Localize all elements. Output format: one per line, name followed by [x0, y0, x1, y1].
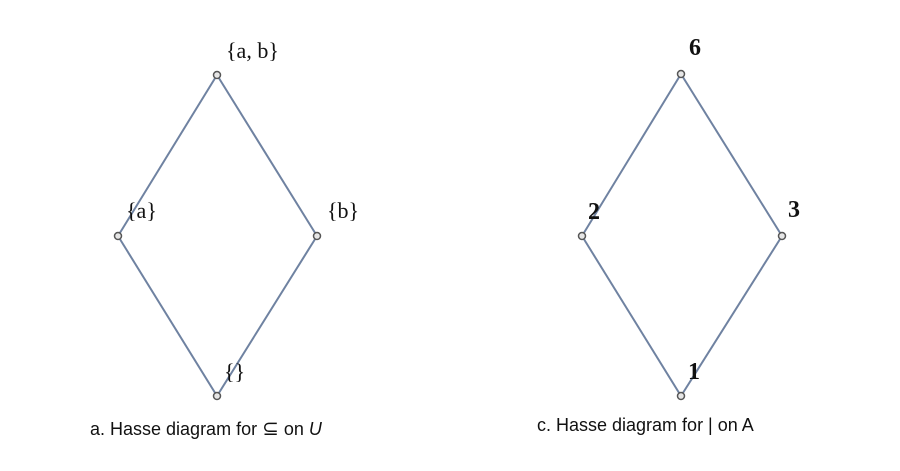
diagram-subset: {a, b} {a} {b} {} a. Hasse diagram for ⊆…	[90, 38, 359, 440]
node-a	[113, 231, 123, 241]
label-b: {b}	[327, 198, 359, 223]
diagram-divides: 6 2 3 1 c. Hasse diagram for | on A	[537, 35, 800, 435]
label-1: 1	[688, 359, 700, 385]
edge-6-3	[680, 73, 783, 237]
caption-subset-prefix: a. Hasse diagram for	[90, 419, 262, 439]
node-ab	[212, 70, 222, 80]
caption-divides: c. Hasse diagram for | on A	[537, 415, 754, 435]
label-a: {a}	[126, 198, 157, 223]
node-empty	[212, 391, 222, 401]
diagram-divides-nodes	[577, 69, 787, 401]
node-1	[676, 391, 686, 401]
diagram-subset-edges	[117, 74, 318, 397]
edge-3-1	[680, 235, 783, 397]
diagram-divides-labels: 6 2 3 1	[588, 35, 800, 385]
label-6: 6	[689, 35, 701, 61]
caption-subset-middle: on	[279, 419, 309, 439]
diagram-subset-labels: {a, b} {a} {b} {}	[126, 38, 359, 384]
label-2: 2	[588, 199, 600, 225]
label-empty: {}	[224, 359, 245, 384]
node-3	[777, 231, 787, 241]
diagram-subset-nodes	[113, 70, 322, 401]
caption-subset: a. Hasse diagram for ⊆ on U	[90, 416, 323, 440]
node-2	[577, 231, 587, 241]
edge-a-empty	[117, 235, 218, 397]
edge-b-empty	[216, 235, 318, 397]
diagram-divides-edges	[581, 73, 783, 397]
edge-2-1	[581, 235, 682, 397]
caption-subset-symbol: ⊆	[262, 416, 279, 440]
edge-ab-b	[216, 74, 318, 237]
node-b	[312, 231, 322, 241]
node-6	[676, 69, 686, 79]
caption-subset-set: U	[309, 419, 323, 439]
edge-6-2	[581, 73, 682, 237]
label-ab: {a, b}	[226, 38, 279, 63]
label-3: 3	[788, 197, 800, 223]
edge-ab-a	[117, 74, 218, 237]
